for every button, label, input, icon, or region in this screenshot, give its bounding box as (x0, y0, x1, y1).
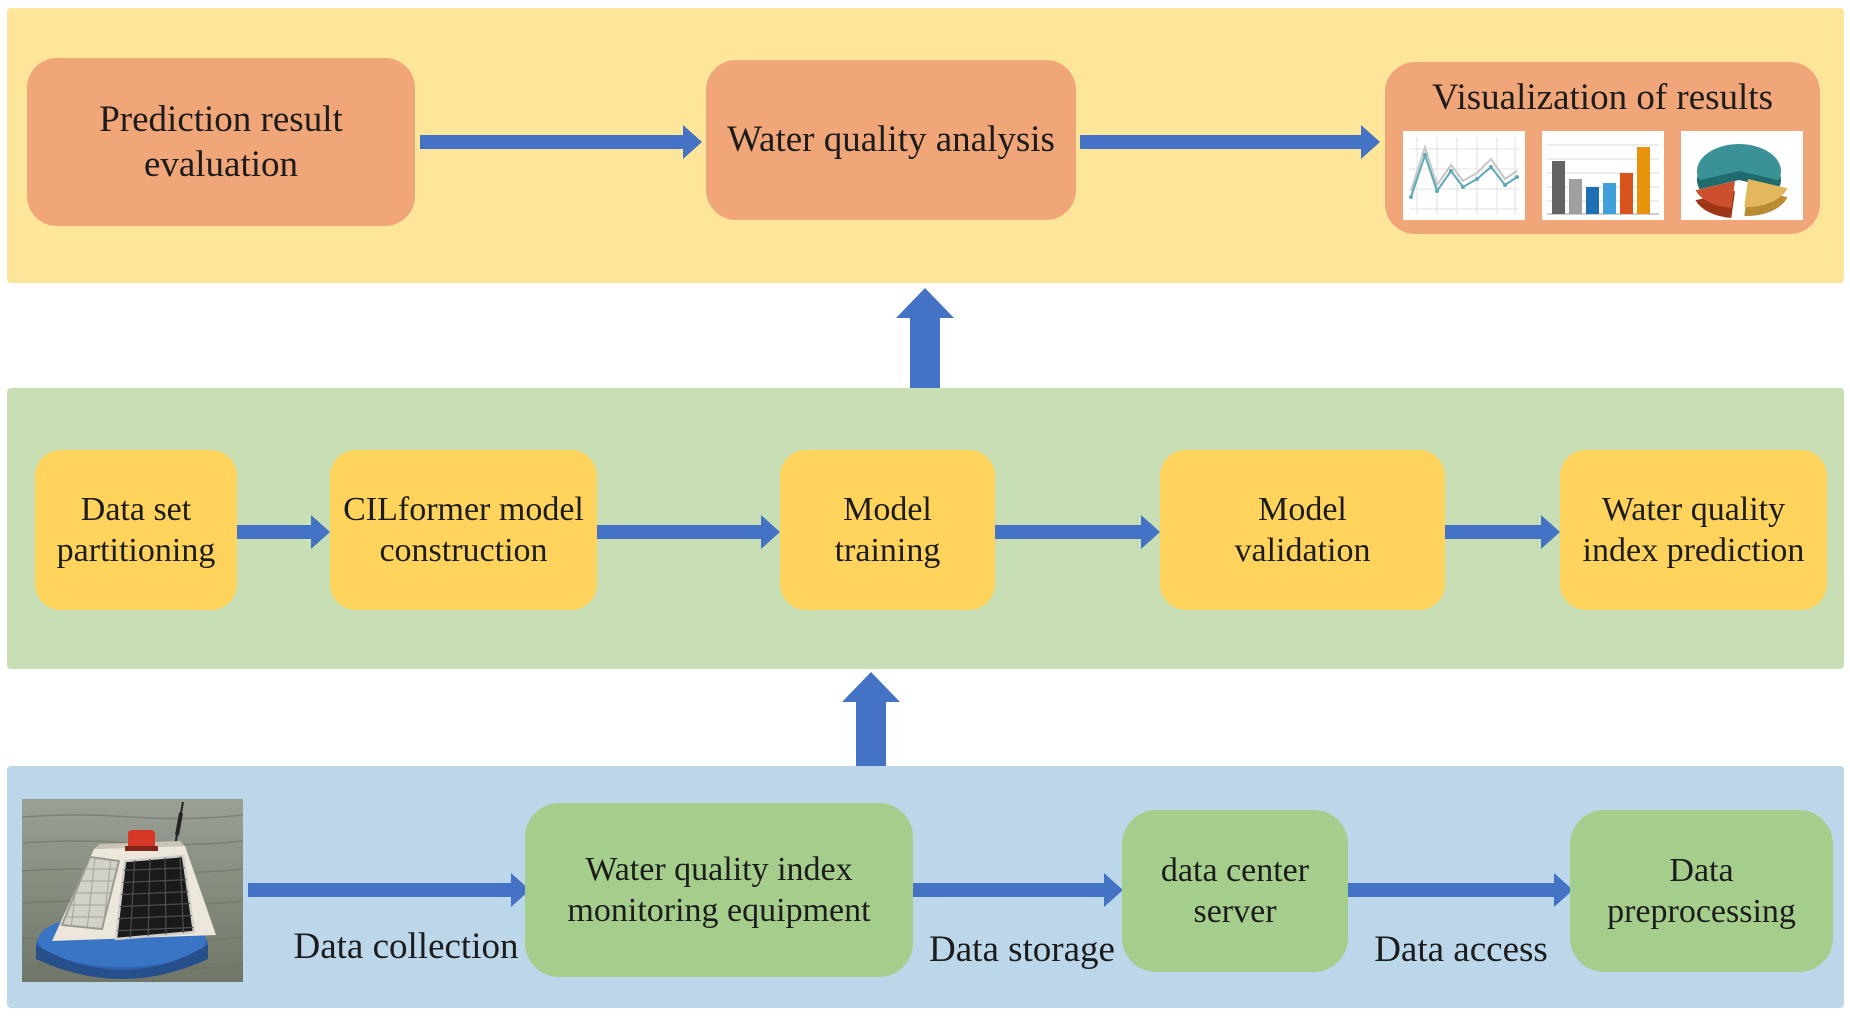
arrow-up-modeling-to-analysis (896, 288, 954, 388)
line-chart-icon (1402, 131, 1525, 221)
box-label-line2: preprocessing (1607, 893, 1796, 930)
arrow-head-icon (1541, 515, 1560, 549)
arrow-validation-to-prediction (1445, 515, 1560, 549)
box-monitoring-equipment: Water quality index monitoring equipment (525, 803, 913, 977)
box-water-quality-index-prediction: Water quality index prediction (1560, 450, 1827, 610)
box-label-line1: CILformer model (343, 490, 584, 528)
box-label-line2: server (1193, 893, 1277, 930)
label-data-access: Data access (1374, 929, 1548, 970)
arrow-server-to-preprocessing (1348, 873, 1573, 907)
box-data-center-server: data center server (1122, 810, 1348, 972)
arrow-up-collection-to-modeling (842, 672, 900, 766)
arrow-head-icon (842, 672, 900, 702)
arrow-equipment-to-server (913, 873, 1123, 907)
chart-thumbnails (1402, 131, 1803, 221)
box-label-line2: index prediction (1582, 532, 1805, 569)
box-label-line2: training (834, 532, 941, 569)
arrow-head-icon (1141, 515, 1160, 549)
arrow-analysis-to-visualization (1080, 125, 1380, 159)
arrow-head-icon (311, 515, 330, 549)
arrow-head-icon (1104, 873, 1123, 907)
box-model-training: Model training (780, 450, 995, 610)
arrow-head-icon (683, 125, 702, 159)
box-label-line2: partitioning (56, 532, 216, 569)
box-label-line1: Model (843, 490, 932, 528)
box-data-set-partitioning: Data set partitioning (35, 450, 237, 610)
label-data-storage: Data storage (929, 929, 1115, 970)
box-label: Water quality analysis (727, 119, 1055, 161)
arrow-head-icon (1361, 125, 1380, 159)
box-label-line1: Data set (80, 490, 192, 528)
box-label-line1: data center (1160, 851, 1310, 889)
box-label-line1: Model (1258, 490, 1347, 528)
box-data-preprocessing: Data preprocessing (1570, 810, 1833, 972)
arrow-collection-to-equipment (248, 873, 530, 907)
box-label-line1: Water quality index (585, 850, 853, 888)
label-data-collection: Data collection (293, 926, 519, 967)
box-water-quality-analysis: Water quality analysis (706, 60, 1076, 220)
beacon-light (125, 830, 158, 851)
arrow-training-to-validation (995, 515, 1160, 549)
arrow-evaluation-to-analysis (420, 125, 702, 159)
box-label: Prediction result evaluation (99, 98, 343, 185)
solar-panel-front (114, 854, 196, 941)
bar-chart-icon (1541, 131, 1664, 221)
arrow-head-icon (896, 288, 954, 318)
box-model-validation: Model validation (1160, 450, 1445, 610)
box-label-line2: validation (1234, 532, 1371, 569)
box-label-line1: Data (1669, 851, 1734, 889)
box-visualization-of-results: Visualization of results (1385, 62, 1820, 234)
box-label-line2: monitoring equipment (567, 892, 871, 929)
arrow-partitioning-to-construction (237, 515, 330, 549)
box-label-line2: construction (379, 532, 548, 569)
box-prediction-result-evaluation: Prediction result evaluation (27, 58, 415, 226)
buoy-photo (22, 799, 243, 982)
pie-chart-icon (1680, 131, 1803, 221)
box-label: Visualization of results (1432, 77, 1773, 118)
box-label-line1: Water quality (1601, 490, 1786, 528)
arrow-head-icon (761, 515, 780, 549)
arrow-head-icon (1554, 873, 1573, 907)
arrow-construction-to-training (597, 515, 780, 549)
box-cilformer-model-construction: CILformer model construction (330, 450, 597, 610)
